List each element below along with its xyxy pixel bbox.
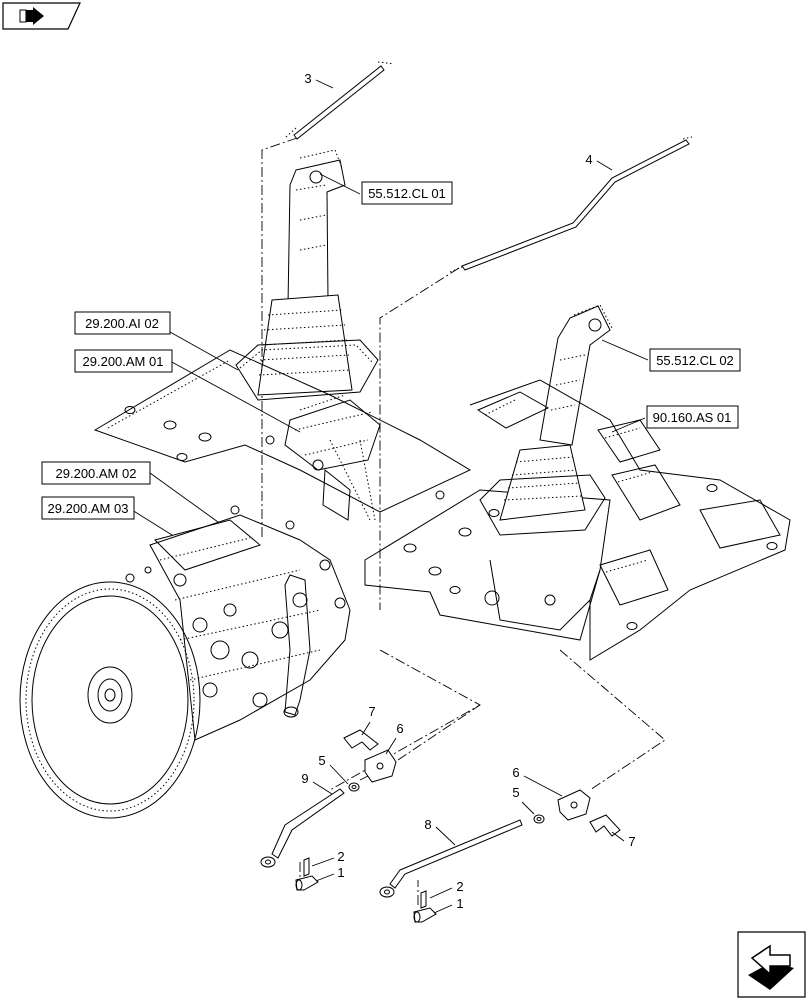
- callout-6: 6: [396, 721, 403, 736]
- reference-label: 29.200.AI 02: [85, 316, 159, 331]
- callout-1: 1: [456, 896, 463, 911]
- reference-label: 29.200.AM 02: [56, 466, 137, 481]
- console-frame: [469, 379, 791, 661]
- transmission: [19, 505, 351, 819]
- right-gear-lever: [479, 304, 613, 536]
- reference-label: 55.512.CL 02: [656, 353, 734, 368]
- rod-3: [285, 61, 395, 140]
- prev-page-button[interactable]: [2, 2, 81, 30]
- callouts: 3 4 7 6 5 9 2 1 6 5 7 8 2 1: [301, 71, 636, 914]
- next-page-button[interactable]: [737, 931, 806, 998]
- reference-label: 55.512.CL 01: [368, 186, 446, 201]
- callout-5: 5: [512, 785, 519, 800]
- callout-9: 9: [301, 771, 308, 786]
- reference-box-55-512-cl-02[interactable]: 55.512.CL 02: [601, 339, 741, 372]
- reference-box-90-160-as-01[interactable]: 90.160.AS 01: [611, 405, 739, 433]
- callout-2: 2: [456, 879, 463, 894]
- reference-label: 90.160.AS 01: [653, 410, 732, 425]
- reference-box-29-200-am-01[interactable]: 29.200.AM 01: [74, 349, 301, 433]
- callout-4: 4: [585, 152, 592, 167]
- callout-5: 5: [318, 753, 325, 768]
- reference-label: 29.200.AM 03: [48, 501, 129, 516]
- callout-8: 8: [424, 817, 431, 832]
- callout-6: 6: [512, 765, 519, 780]
- reference-box-29-200-am-03[interactable]: 29.200.AM 03: [41, 496, 173, 536]
- callout-7: 7: [628, 834, 635, 849]
- reference-box-29-200-am-02[interactable]: 29.200.AM 02: [41, 461, 219, 523]
- center-linkage: [265, 394, 445, 521]
- lower-right-linkage: [379, 789, 621, 923]
- left-gear-lever: [235, 149, 379, 401]
- callout-2: 2: [337, 849, 344, 864]
- arrow-back-icon: [19, 7, 44, 25]
- arrow-forward-icon: [748, 944, 794, 990]
- reference-label: 29.200.AM 01: [83, 354, 164, 369]
- reference-box-29-200-ai-02[interactable]: 29.200.AI 02: [74, 311, 239, 371]
- lower-left-linkage: [260, 729, 397, 891]
- rod-4: [449, 136, 693, 273]
- callout-7: 7: [368, 704, 375, 719]
- reference-box-55-512-cl-01[interactable]: 55.512.CL 01: [319, 173, 453, 205]
- callout-3: 3: [304, 71, 311, 86]
- callout-1: 1: [337, 865, 344, 880]
- left-floor-plate: [93, 349, 472, 513]
